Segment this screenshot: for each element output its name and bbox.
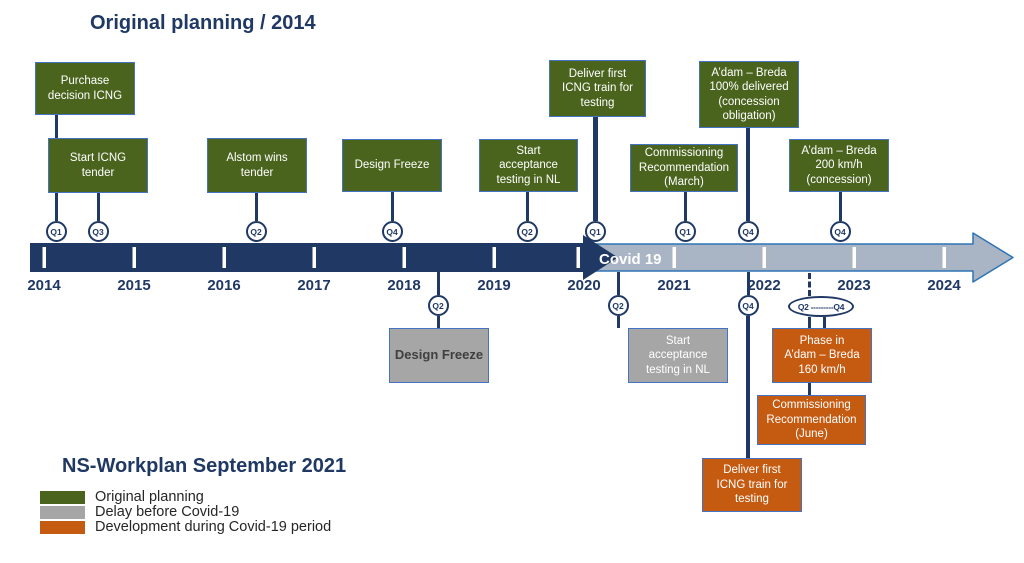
event-box-alstom-wins-tender: Alstom wins tender xyxy=(207,138,307,193)
quarter-badge: Q4 xyxy=(737,295,759,316)
connector-line xyxy=(436,316,440,328)
quarter-badge: Q4 xyxy=(737,221,759,242)
legend-swatch-gray xyxy=(40,505,85,519)
original-period-arrow xyxy=(30,235,618,280)
quarter-badge: Q1 xyxy=(584,221,606,242)
event-box-adam-breda-100-delivered: A’dam – Breda 100% delivered (concession… xyxy=(699,61,799,128)
quarter-badge: Q1 xyxy=(674,221,696,242)
connector-line xyxy=(54,193,58,221)
year-label-2024: 2024 xyxy=(927,277,961,294)
quarter-badge: Q2 xyxy=(607,295,629,316)
event-box-commissioning-march: Commissioning Recommendation (March) xyxy=(630,144,738,192)
event-box-commissioning-june: Commissioning Recommendation (June) xyxy=(757,395,866,445)
connector-line xyxy=(436,272,440,295)
year-label-2020: 2020 xyxy=(567,277,601,294)
legend-item-delay-before-covid: Delay before Covid-19 xyxy=(40,504,239,520)
year-label-2017: 2017 xyxy=(297,277,331,294)
connector-line xyxy=(746,316,750,458)
legend-swatch-orange xyxy=(40,520,85,534)
connector-line xyxy=(254,193,258,221)
connector-line xyxy=(822,317,826,328)
year-label-2019: 2019 xyxy=(477,277,511,294)
connector-line xyxy=(746,128,750,221)
event-box-adam-breda-200kmh: A’dam – Breda 200 km/h (concession) xyxy=(789,139,889,192)
connector-line-dashed xyxy=(807,273,811,296)
bottom-title: NS-Workplan September 2021 xyxy=(62,455,347,477)
quarter-badge: Q1 xyxy=(45,221,67,242)
event-box-start-icng-tender: Start ICNG tender xyxy=(48,138,148,193)
legend-item-development-during-covid: Development during Covid-19 period xyxy=(40,519,331,535)
connector-line xyxy=(838,192,842,221)
legend-label: Development during Covid-19 period xyxy=(95,519,332,535)
quarter-badge: Q2 xyxy=(427,295,449,316)
quarter-range-badge: Q2 ---------Q4 xyxy=(788,296,854,317)
year-label-2016: 2016 xyxy=(207,277,241,294)
legend-label: Delay before Covid-19 xyxy=(95,504,240,520)
event-box-start-acceptance-delay: Start acceptance testing in NL xyxy=(628,328,728,383)
connector-line xyxy=(683,192,687,221)
event-box-purchase-decision-icng: Purchase decision ICNG xyxy=(35,62,135,115)
connector-line xyxy=(96,193,100,221)
event-box-design-freeze-delay: Design Freeze xyxy=(389,328,489,383)
legend-item-original-planning: Original planning xyxy=(40,489,204,505)
quarter-badge: Q2 xyxy=(245,221,267,242)
legend-swatch-green xyxy=(40,490,85,504)
event-box-start-acceptance-plan: Start acceptance testing in NL xyxy=(479,139,578,192)
event-box-design-freeze-plan: Design Freeze xyxy=(342,139,442,192)
covid-19-label: Covid 19 xyxy=(599,251,662,268)
year-label-2018: 2018 xyxy=(387,277,421,294)
connector-line-dashed xyxy=(807,383,811,395)
legend-label: Original planning xyxy=(95,489,204,505)
connector-line xyxy=(525,192,529,221)
year-label-2021: 2021 xyxy=(657,277,691,294)
connector-line xyxy=(592,117,598,221)
event-box-phase-in-adam-breda: Phase in A’dam – Breda 160 km/h xyxy=(772,328,872,383)
connector-line xyxy=(616,272,620,295)
connector-line xyxy=(746,272,750,295)
year-label-2015: 2015 xyxy=(117,277,151,294)
connector-line-dashed xyxy=(807,317,811,328)
year-label-2023: 2023 xyxy=(837,277,871,294)
year-label-2022: 2022 xyxy=(747,277,781,294)
connector-line xyxy=(54,115,58,138)
year-ticks xyxy=(42,247,946,268)
connector-line xyxy=(390,192,394,221)
event-box-deliver-first-train-covid: Deliver first ICNG train for testing xyxy=(702,458,802,512)
year-label-2014: 2014 xyxy=(27,277,61,294)
connector-line xyxy=(616,316,620,328)
quarter-badge: Q2 xyxy=(516,221,538,242)
quarter-badge: Q3 xyxy=(87,221,109,242)
top-title: Original planning / 2014 xyxy=(90,12,316,34)
quarter-badge: Q4 xyxy=(381,221,403,242)
quarter-badge: Q4 xyxy=(829,221,851,242)
event-box-deliver-first-train-plan: Deliver first ICNG train for testing xyxy=(549,60,646,117)
